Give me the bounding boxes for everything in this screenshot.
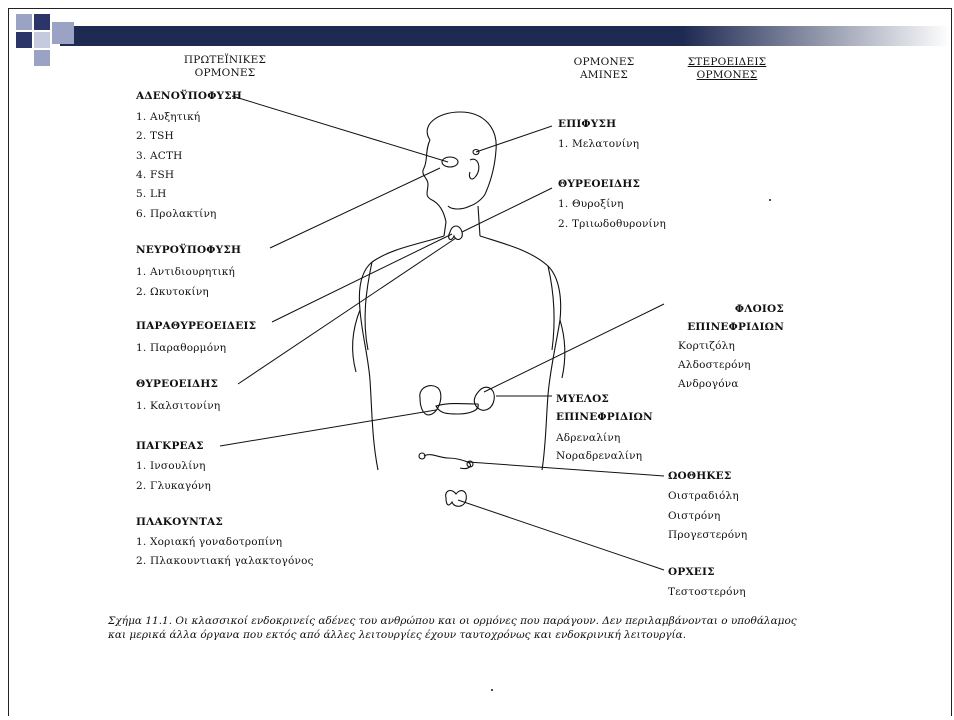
gland-pancreas: ΠΑΓΚΡΕΑΣ bbox=[136, 440, 204, 453]
gland-adenohypophysis: ΑΔΕΝΟΫΠΟΦΥΣΗ bbox=[136, 90, 242, 103]
hormone-item: Νοραδρεναλίνη bbox=[556, 450, 642, 463]
hormone-item: 5. LH bbox=[136, 188, 167, 201]
hormone-item: 1. Παραθορμόνη bbox=[136, 342, 226, 355]
head-outline bbox=[427, 112, 496, 209]
gland-neurohypophysis: ΝΕΥΡΟΫΠΟΦΥΣΗ bbox=[136, 244, 241, 257]
gland-placenta: ΠΛΑΚΟΥΝΤΑΣ bbox=[136, 516, 223, 529]
right-adrenal bbox=[474, 387, 494, 410]
leader-lines bbox=[220, 96, 664, 570]
hormone-item: Αδρεναλίνη bbox=[556, 432, 620, 445]
testes bbox=[446, 491, 467, 507]
gland-thyroid-amine: ΘΥΡΕΟΕΙΔΗΣ bbox=[558, 178, 640, 191]
face-profile bbox=[423, 140, 446, 222]
gland-adrenal-cortex: ΦΛΟΙΟΣ ΕΠΙΝΕΦΡΙΔΙΩΝ bbox=[664, 300, 784, 336]
hormone-item: Κορτιζόλη bbox=[678, 340, 735, 353]
pituitary bbox=[442, 157, 458, 167]
hormone-item: Αλδοστερόνη bbox=[678, 359, 751, 372]
hormone-item: Προγεστερόνη bbox=[668, 529, 747, 542]
hormone-item: 2. Τριιωδοθυρονίνη bbox=[558, 218, 666, 231]
hormone-item: 1. Ινσουλίνη bbox=[136, 460, 206, 473]
hormone-item: 4. FSH bbox=[136, 169, 174, 182]
hormone-item: 3. ACTH bbox=[136, 150, 183, 163]
torso-left bbox=[359, 236, 444, 470]
gland-adrenal-medulla: ΜΥΕΛΟΣ ΕΠΙΝΕΦΡΙΔΙΩΝ bbox=[556, 390, 666, 426]
hormone-item: Οιστρόνη bbox=[668, 510, 720, 523]
header-amine-hormones: ΟΡΜΟΝΕΣ ΑΜΙΝΕΣ bbox=[564, 56, 644, 82]
hormone-item: Ανδρογόνα bbox=[678, 378, 739, 391]
header-steroid-hormones: ΣΤΕΡΟΕΙΔΕΙΣ ΟΡΜΟΝΕΣ bbox=[672, 56, 782, 82]
ovaries bbox=[424, 455, 470, 469]
hormone-item: 1. Καλσιτονίνη bbox=[136, 400, 220, 413]
gland-parathyroid: ΠΑΡΑΘΥΡΕΟΕΙΔΕΙΣ bbox=[136, 320, 256, 333]
hormone-item: 2. TSH bbox=[136, 130, 174, 143]
hormone-item: 6. Προλακτίνη bbox=[136, 208, 217, 221]
hormone-item: 2. Πλακουντιακή γαλακτογόνος bbox=[136, 555, 314, 568]
hormone-item: 1. Μελατονίνη bbox=[558, 138, 639, 151]
hormone-item: 1. Θυροξίνη bbox=[558, 198, 624, 211]
hormone-item: 2. Ωκυτοκίνη bbox=[136, 286, 209, 299]
header-protein-hormones: ΠΡΩΤΕΪΝΙΚΕΣ ΟΡΜΟΝΕΣ bbox=[170, 54, 280, 80]
thyroid bbox=[449, 226, 463, 239]
hormone-item: Οιστραδιόλη bbox=[668, 490, 739, 503]
hormone-item: 1. Αυξητική bbox=[136, 111, 200, 124]
gland-pineal: ΕΠΙΦΥΣΗ bbox=[558, 118, 616, 131]
gland-thyroid-protein: ΘΥΡΕΟΕΙΔΗΣ bbox=[136, 378, 218, 391]
hormone-item: 1. Χοριακή γοναδοτροπίνη bbox=[136, 536, 282, 549]
gland-ovaries: ΩΟΘΗΚΕΣ bbox=[668, 470, 732, 483]
ear bbox=[469, 159, 478, 179]
hormone-item: 1. Αντιδιουρητική bbox=[136, 266, 235, 279]
figure-caption: Σχήμα 11.1. Οι κλασσικοί ενδοκρινείς αδέ… bbox=[108, 614, 798, 642]
gland-testes: ΟΡΧΕΙΣ bbox=[668, 566, 715, 579]
hormone-item: 2. Γλυκαγόνη bbox=[136, 480, 211, 493]
hormone-item: Τεστοστερόνη bbox=[668, 586, 746, 599]
pancreas bbox=[436, 404, 478, 415]
